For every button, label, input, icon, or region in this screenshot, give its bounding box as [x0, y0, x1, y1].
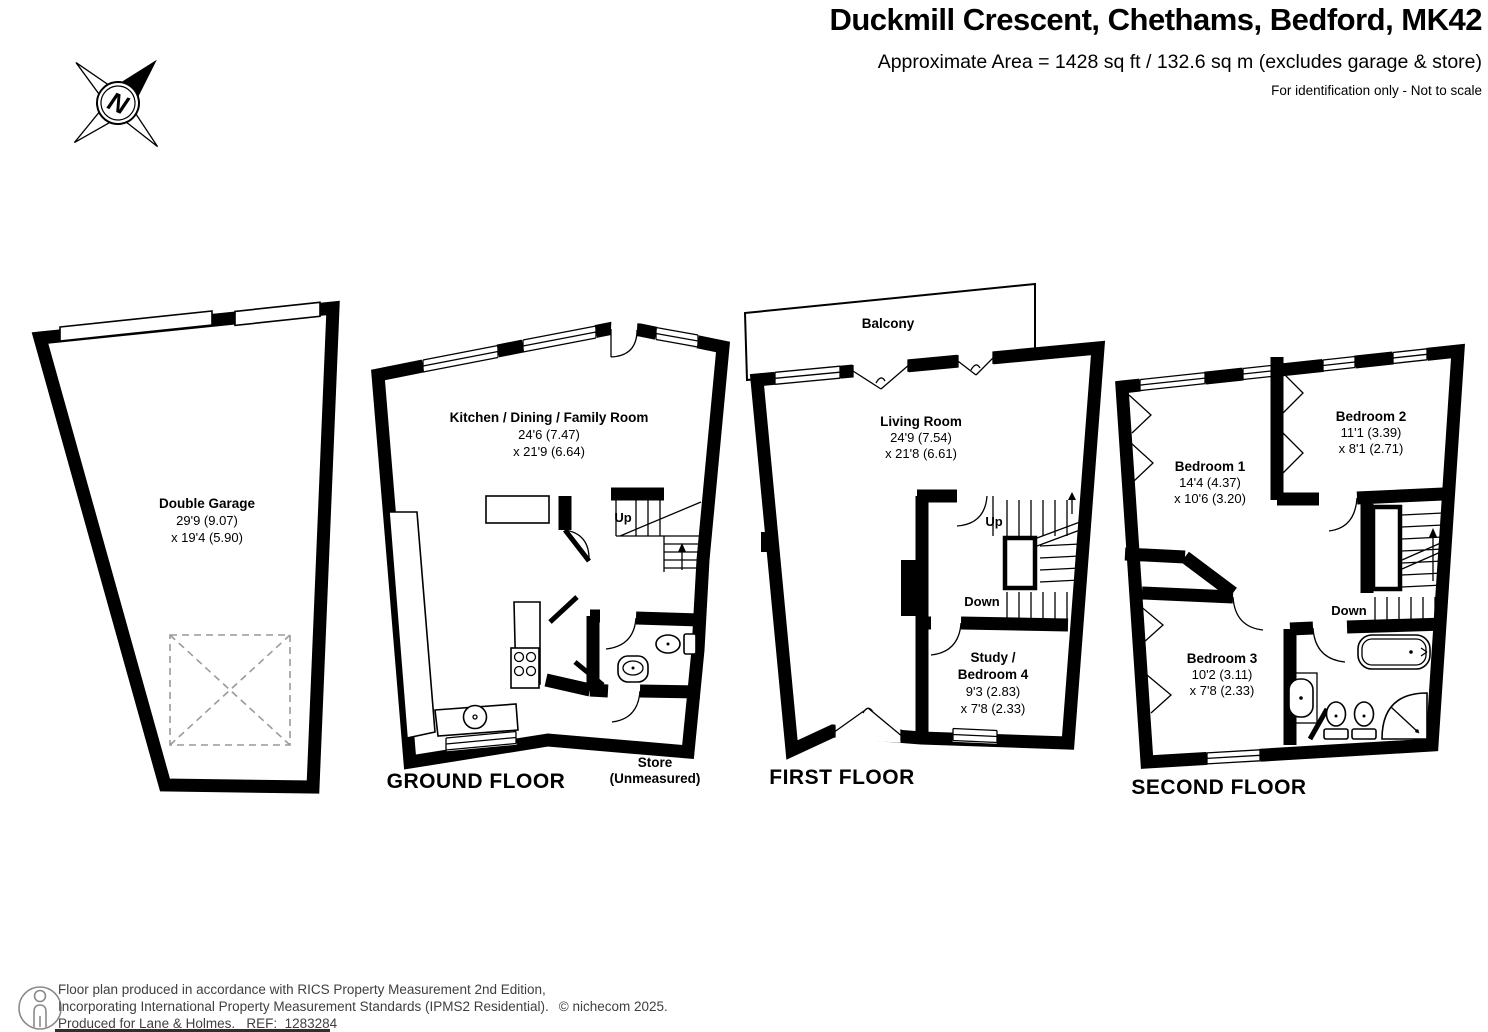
footer-copyright: © nichecom 2025. [558, 999, 668, 1014]
sink-icon [462, 704, 488, 730]
staircase [1370, 504, 1444, 624]
living-room-dim2: x 21'8 (6.61) [885, 446, 957, 461]
open-door-leaves [548, 528, 605, 687]
stairs-up-label: Up [985, 514, 1002, 529]
staircase [992, 492, 1081, 622]
stairs-up-label: Up [614, 510, 631, 525]
person-icon [18, 986, 62, 1030]
ground-floorplan: Kitchen / Dining / Family Room 24'6 (7.4… [371, 321, 730, 793]
toilet-icon [1351, 701, 1377, 740]
open-door-leaf [1307, 707, 1330, 741]
wall-pier [761, 532, 775, 552]
stair-void [1002, 535, 1038, 591]
first-floor-caption: FIRST FLOOR [769, 766, 915, 789]
store-label-2: (Unmeasured) [610, 771, 701, 786]
compass-star: N [73, 59, 159, 148]
shower-icon [1381, 692, 1428, 740]
header: Duckmill Crescent, Chethams, Bedford, MK… [829, 2, 1482, 98]
kitchen-label: Kitchen / Dining / Family Room [450, 410, 649, 425]
study-label-2: Bedroom 4 [958, 667, 1029, 682]
garage-doors [59, 301, 321, 342]
bottom-edge-strip [55, 1029, 330, 1032]
footer-line-2: Incorporating International Property Mea… [58, 999, 549, 1014]
kitchen-island [485, 495, 550, 524]
door-swings [548, 329, 641, 723]
hob-icon [510, 647, 540, 689]
basin-icon [1284, 672, 1318, 724]
living-room-label: Living Room [880, 414, 962, 429]
door-swings [930, 495, 988, 656]
bedroom1-dim1: 14'4 (4.37) [1179, 475, 1241, 490]
staircase [615, 500, 702, 572]
page-title: Duckmill Crescent, Chethams, Bedford, MK… [829, 2, 1482, 37]
garage-room-dim1: 29'9 (9.07) [176, 513, 238, 528]
study-label: Study / [970, 650, 1015, 665]
bedroom2-dim1: 11'1 (3.39) [1341, 425, 1402, 440]
living-room-dim1: 24'9 (7.54) [890, 430, 952, 445]
stair-arrow [1068, 492, 1076, 500]
footer: Floor plan produced in accordance with R… [58, 981, 668, 1032]
window [1139, 348, 1428, 765]
basin-icon [617, 655, 649, 683]
toilet-icon [655, 633, 697, 655]
kitchen-dim2: x 21'9 (6.64) [513, 444, 585, 459]
approximate-area: Approximate Area = 1428 sq ft / 132.6 sq… [877, 51, 1482, 73]
chimney-breast [901, 560, 917, 616]
balcony-label: Balcony [862, 316, 915, 331]
first-floorplan: Balcony Living Room 24'9 (7.54) x 21'8 (… [743, 282, 1106, 789]
stair-void [1370, 504, 1403, 592]
garage-floorplan: Double Garage 29'9 (9.07) x 19'4 (5.90) [31, 300, 340, 794]
garage-room-label: Double Garage [159, 496, 256, 511]
bedroom1-label: Bedroom 1 [1175, 459, 1246, 474]
garage-room-dim2: x 19'4 (5.90) [171, 530, 243, 545]
stairs-down-label: Down [1331, 603, 1366, 618]
compass-rose-icon: N [73, 59, 159, 148]
bedroom2-dim2: x 8'1 (2.71) [1339, 441, 1404, 456]
ground-partition-walls [544, 487, 701, 699]
toilet-icon [1323, 701, 1349, 740]
window [422, 325, 699, 751]
bedroom3-dim1: 10'2 (3.11) [1192, 667, 1253, 682]
store-label: Store [638, 755, 673, 770]
garage-walls [31, 300, 340, 794]
scale-disclaimer: For identification only - Not to scale [1271, 83, 1482, 98]
footer-line-3: Produced for Lane & Holmes. REF: 1283284 [58, 1016, 338, 1031]
second-floorplan: Bedroom 1 14'4 (4.37) x 10'6 (3.20) Bedr… [1115, 343, 1465, 799]
wardrobe-zigzags [1128, 370, 1304, 714]
bedroom3-label: Bedroom 3 [1187, 651, 1258, 666]
bath-icon [1357, 634, 1431, 670]
second-floor-caption: SECOND FLOOR [1131, 776, 1306, 799]
bedroom1-dim2: x 10'6 (3.20) [1174, 491, 1246, 506]
first-partition-walls [915, 489, 1069, 743]
french-doors [834, 351, 994, 742]
study-dim1: 9'3 (2.83) [966, 684, 1021, 699]
door-swings [1232, 497, 1358, 741]
ground-floor-caption: GROUND FLOOR [387, 770, 566, 793]
stairs-down-label: Down [964, 594, 999, 609]
kitchen-dim1: 24'6 (7.47) [518, 427, 580, 442]
garage-dashed-area [169, 634, 291, 746]
stair-arrow [678, 543, 686, 552]
bedroom3-dim2: x 7'8 (2.33) [1190, 683, 1255, 698]
study-dim2: x 7'8 (2.33) [961, 701, 1026, 716]
stair-arrow [1429, 528, 1437, 537]
bedroom2-label: Bedroom 2 [1336, 409, 1407, 424]
window [774, 365, 998, 744]
footer-line-1: Floor plan produced in accordance with R… [58, 982, 546, 997]
